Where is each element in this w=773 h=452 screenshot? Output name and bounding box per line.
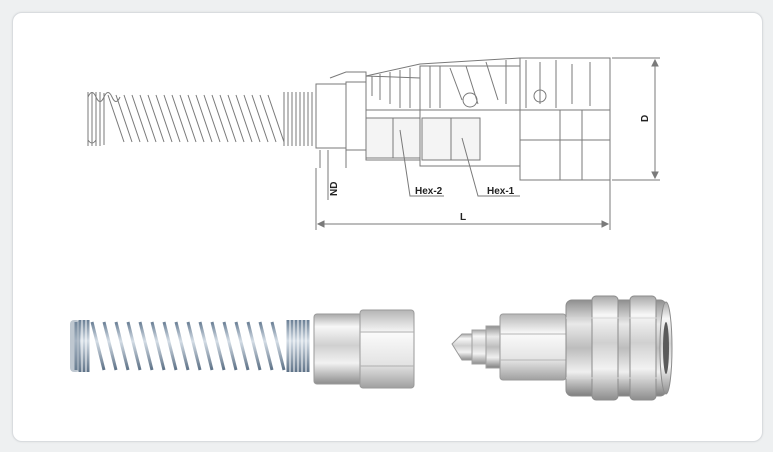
hex2-label: Hex-2	[415, 186, 443, 197]
hex-body	[499, 313, 567, 381]
dimension-lines	[315, 57, 660, 230]
hose-nut	[313, 313, 365, 385]
technical-drawing	[87, 57, 660, 230]
plug-with-spring-photo	[70, 309, 415, 389]
hex-socket	[359, 309, 415, 389]
protective-spring	[74, 320, 310, 372]
hex1-label: Hex-1	[487, 186, 515, 197]
nipple-tip	[451, 333, 473, 361]
hose-diameter-dimension-label: ND	[329, 182, 340, 196]
diameter-dimension-label: D	[640, 115, 651, 122]
coupler-photo	[451, 295, 673, 401]
spring-outline	[87, 92, 313, 146]
coupler-section-outline	[315, 57, 611, 181]
length-dimension-label: L	[460, 212, 466, 223]
